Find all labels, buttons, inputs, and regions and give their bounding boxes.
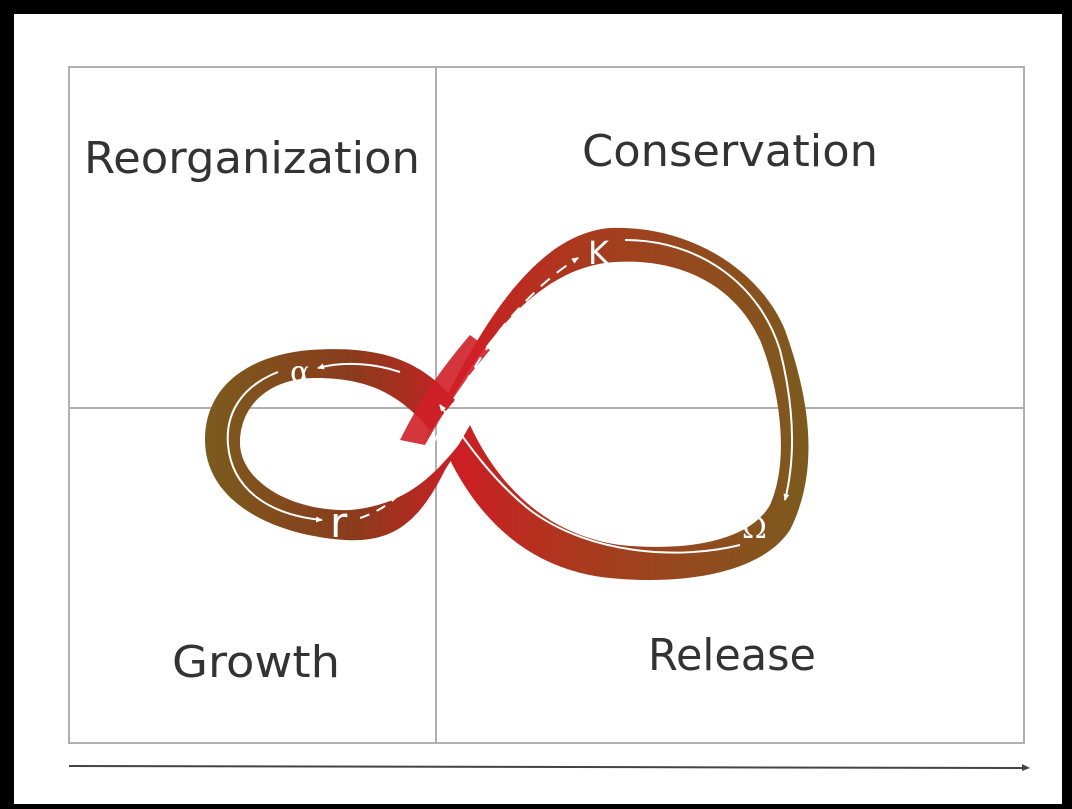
arrow-omega-to-alpha xyxy=(439,404,741,554)
omega-marker: Ω xyxy=(742,511,767,546)
right-loop-band xyxy=(425,227,809,581)
left-loop-band xyxy=(205,349,470,541)
reorganization-label: Reorganization xyxy=(84,133,420,184)
crossing-band xyxy=(400,335,490,445)
alpha-marker: α xyxy=(290,355,310,390)
arrow-k-to-omega xyxy=(624,239,793,501)
time-axis-arrow-icon xyxy=(1022,764,1030,771)
growth-label: Growth xyxy=(172,637,340,688)
arrow-alpha-to-left xyxy=(317,362,401,373)
time-axis-line xyxy=(68,765,1027,769)
k-marker: K xyxy=(588,234,610,272)
r-marker: r xyxy=(330,498,348,547)
release-label: Release xyxy=(648,630,816,681)
arrow-cross-to-k xyxy=(424,257,579,461)
arrow-r-to-cross xyxy=(359,469,421,519)
conservation-label: Conservation xyxy=(582,126,878,177)
arrow-left-to-r xyxy=(226,371,323,523)
flow-arrows xyxy=(226,239,793,554)
